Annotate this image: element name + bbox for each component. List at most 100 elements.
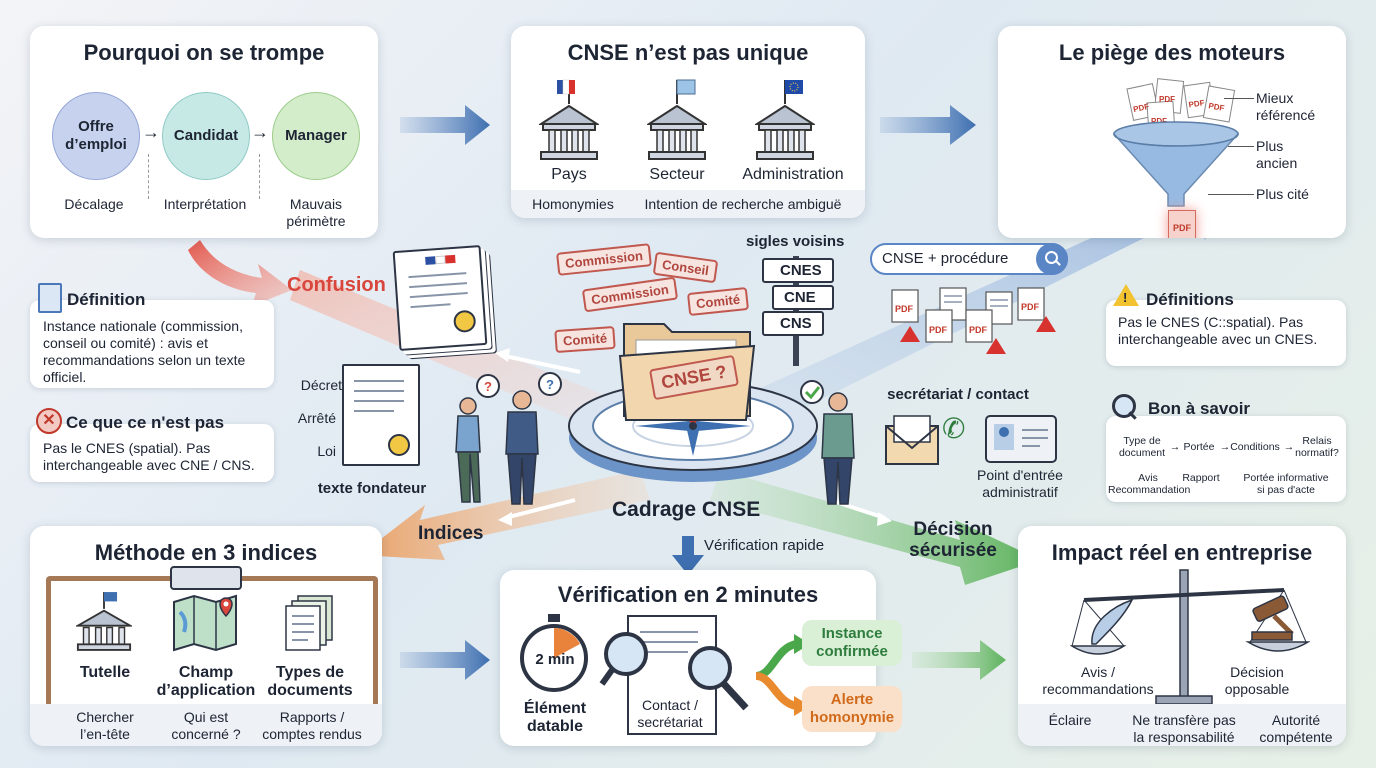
search-input[interactable]: CNSE + procédure (870, 243, 1068, 275)
documents-icon (285, 595, 333, 651)
definition-body: Instance nationale (commission, conseil … (43, 318, 246, 385)
goodtoknow-title: Bon à savoir (1148, 399, 1251, 418)
search-icon[interactable] (1036, 243, 1068, 275)
doc-decret: Décret (300, 377, 342, 393)
definitions-card (1106, 300, 1346, 366)
svg-text:PDF: PDF (1208, 101, 1225, 113)
contact-title: secrétariat / contact (887, 386, 1029, 403)
why-caption-1: Décalage (64, 196, 124, 212)
notunique-strip: Homonymies Intention de recherche ambigu… (511, 190, 865, 218)
contact-caption: Point d'entrée administratif (977, 467, 1063, 500)
certificate-icon (392, 245, 488, 351)
impact-strip (1018, 704, 1346, 746)
engine-label-3: Plus cité (1256, 186, 1309, 202)
gtk-caption-3: Portée informative si pas d'acte (1243, 472, 1329, 496)
status-confirmed: Instance confirmée (802, 620, 902, 666)
gtk-arrow: → (1283, 441, 1295, 453)
node-offre: Offre d’emploi (52, 92, 140, 180)
label-pays: Pays (551, 166, 587, 183)
why-caption-3: Mauvais périmètre (286, 196, 346, 229)
doc-caption: texte fondateur (317, 480, 427, 497)
gtk-caption-2: Rapport (1182, 472, 1220, 484)
notthis-body: Pas le CNES (spatial). Pas interchangeab… (43, 440, 255, 473)
goodtoknow-card (1106, 416, 1346, 502)
people-confused-icon: ? ? (455, 372, 562, 505)
decision-label: Décision sécurisée (909, 519, 997, 561)
method-title: Méthode en 3 indices (94, 540, 318, 565)
person-checking-icon (800, 380, 855, 505)
tutelle-icon (76, 592, 132, 651)
leader-lines (1228, 146, 1254, 147)
method-label-2: Champ d’application (156, 664, 256, 699)
timer-value: 2 min (535, 651, 575, 668)
method-strip-3: Rapports / comptes rendus (262, 709, 362, 742)
divider (259, 154, 260, 199)
arrow-icon: → (142, 122, 160, 142)
definition-card (30, 300, 274, 388)
method-strip-2: Qui est concerné ? (171, 709, 241, 742)
notthis-title: Ce que ce n'est pas (66, 413, 225, 432)
warning-icon (1113, 284, 1139, 306)
pdf-output: PDF (1168, 210, 1196, 238)
building-administration-icon (755, 80, 815, 160)
leader-lines (1224, 98, 1254, 99)
clipboard-clip (170, 566, 242, 590)
status-alert: Alerte homonymie (802, 686, 902, 732)
impact-right-label: Décision opposable (1224, 664, 1290, 697)
warning-mark: ! (1123, 290, 1128, 305)
definition-title: Définition (67, 290, 146, 309)
method-strip (30, 704, 382, 746)
indices-label: Indices (418, 523, 484, 544)
sign-cns: CNS (762, 311, 824, 336)
strip-intention: Intention de recherche ambiguë (644, 196, 842, 212)
why-caption-2: Interprétation (163, 196, 247, 212)
search-text: CNSE + procédure (882, 250, 1009, 267)
why-card: Pourquoi on se trompe Offre d’emploi → C… (30, 26, 378, 238)
svg-text:PDF: PDF (1021, 302, 1040, 312)
document-icon (38, 283, 62, 313)
building-country-icon (539, 79, 599, 160)
leader-lines (1208, 194, 1254, 195)
sign-cnes: CNES (762, 258, 834, 283)
gtk-flow-2: Portée (1183, 441, 1215, 453)
arrow-icon: → (251, 122, 269, 142)
definitions-body: Pas le CNES (C::spatial). Pas interchang… (1118, 314, 1318, 347)
notunique-card: CNSE n’est pas unique Pays Secteur Admin… (511, 26, 865, 218)
divider (148, 154, 149, 199)
svg-text:PDF: PDF (1188, 98, 1205, 109)
node-manager: Manager (272, 92, 360, 180)
impact-left-label: Avis / recommandations (1042, 664, 1154, 697)
svg-text:PDF: PDF (929, 325, 948, 335)
definitions-title: Définitions (1146, 290, 1234, 309)
id-card-icon (985, 415, 1057, 463)
gtk-flow-1: Type de document (1118, 435, 1166, 459)
strip-homonymies: Homonymies (532, 196, 614, 212)
impact-strip-3: Autorité compétente (1259, 712, 1333, 745)
node-candidat: Candidat (162, 92, 250, 180)
document-search-icon (599, 615, 749, 735)
doc-arrete: Arrêté (297, 410, 336, 426)
method-label-1: Tutelle (79, 664, 131, 681)
phone-icon: ✆ (942, 413, 966, 444)
notthis-card (30, 424, 274, 482)
why-title: Pourquoi on se trompe (83, 40, 325, 65)
impact-strip-2: Ne transfère pas la responsabilité (1132, 712, 1236, 745)
stopwatch-icon (520, 614, 588, 692)
svg-text:?: ? (546, 377, 554, 392)
engines-card: Le piège des moteurs PDF PDF PDF PDF PDF… (998, 26, 1346, 238)
impact-title: Impact réel en entreprise (1051, 540, 1313, 565)
quick-check-label: Vérification rapide (704, 537, 825, 554)
engine-label-1: Mieux référencé (1256, 90, 1316, 123)
confusion-label: Confusion (287, 274, 386, 296)
gtk-flow-4: Relais normatif? (1295, 435, 1339, 459)
svg-text:?: ? (484, 379, 492, 394)
method-strip-1: Chercher l’en-tête (76, 709, 134, 742)
svg-text:PDF: PDF (1132, 102, 1150, 114)
funnel-icon: PDF PDF PDF PDF PDF (1113, 78, 1239, 207)
svg-text:PDF: PDF (1159, 95, 1175, 104)
engines-title: Le piège des moteurs (1058, 40, 1286, 65)
impact-strip-1: Éclaire (1048, 712, 1092, 728)
gtk-arrow: → (1169, 441, 1181, 453)
doc-loi: Loi (317, 443, 336, 459)
